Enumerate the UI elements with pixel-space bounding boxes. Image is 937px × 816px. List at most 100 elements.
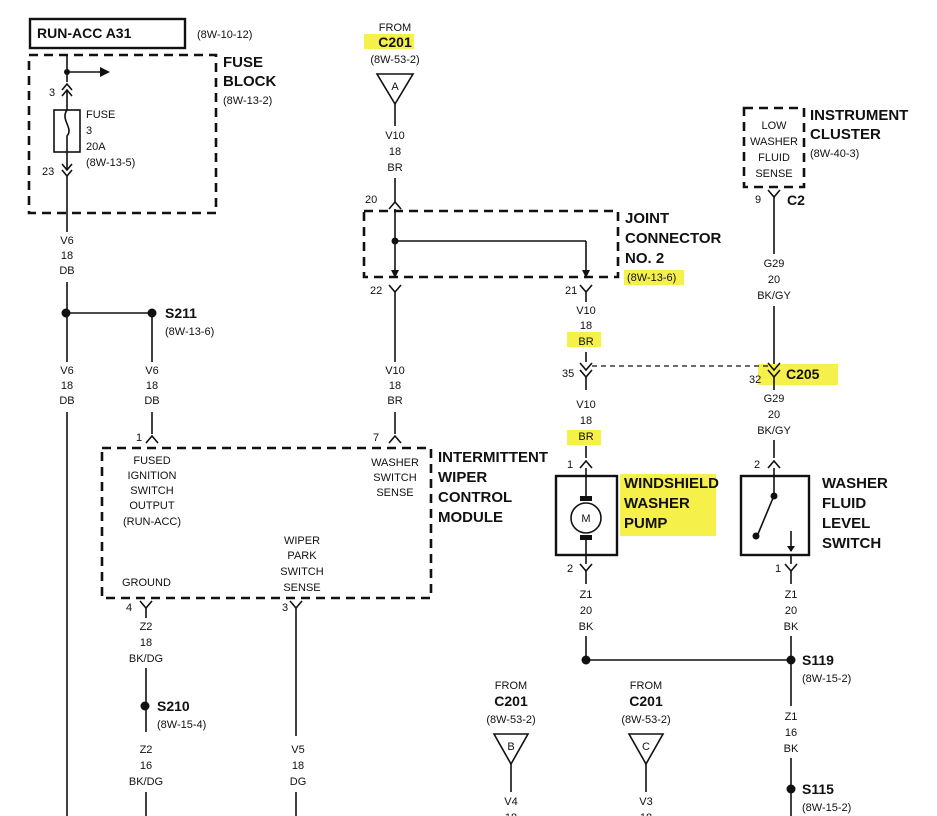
svg-text:BR: BR	[387, 162, 402, 174]
svg-text:BK/GY: BK/GY	[757, 290, 791, 302]
joint-title3: NO. 2	[625, 250, 664, 267]
wire-g29-bot: G29	[764, 393, 785, 405]
fuse-block-box	[27, 53, 218, 215]
from-b-ref: (8W-53-2)	[486, 714, 535, 726]
svg-text:20A: 20A	[86, 141, 106, 153]
splice-s119-name: S119	[802, 652, 834, 668]
svg-text:BR: BR	[578, 336, 593, 348]
switch-title3: LEVEL	[822, 515, 870, 532]
svg-text:PARK: PARK	[287, 550, 317, 562]
pump-pin-top: 1	[567, 459, 573, 471]
from-a-label: FROM	[379, 22, 411, 34]
motor-icon	[570, 502, 602, 534]
wire-v5: V5	[291, 744, 304, 756]
header-title: RUN-ACC A31	[37, 25, 132, 41]
splice-s115-name: S115	[802, 781, 834, 797]
svg-text:B: B	[507, 741, 514, 753]
svg-text:DG: DG	[290, 776, 307, 788]
svg-text:SENSE: SENSE	[376, 487, 413, 499]
switch-title1: WASHER	[822, 475, 888, 492]
svg-text:BR: BR	[578, 431, 593, 443]
fuse-pin-in: 3	[49, 87, 55, 99]
svg-text:18: 18	[389, 146, 401, 158]
module-title3: CONTROL	[438, 489, 512, 506]
pump-pin-bot: 2	[567, 563, 573, 575]
svg-text:SWITCH: SWITCH	[130, 485, 173, 497]
wire-v3: V3	[639, 796, 652, 808]
svg-text:16: 16	[785, 727, 797, 739]
module-pin1: 1	[136, 432, 142, 444]
svg-text:BK/DG: BK/DG	[129, 776, 163, 788]
module-title4: MODULE	[438, 509, 503, 526]
joint-connector-box	[362, 209, 620, 279]
pump-title3: PUMP	[624, 515, 667, 532]
wire-g29-top: G29	[764, 258, 785, 270]
svg-text:3: 3	[86, 125, 92, 137]
wire-z2-top: Z2	[140, 621, 153, 633]
wire-v10-right2: V10	[576, 399, 596, 411]
joint-title1: JOINT	[625, 210, 669, 227]
level-switch-box	[739, 474, 811, 557]
instrument-pin: 9	[755, 194, 761, 206]
washer-switch-label: WASHER	[371, 457, 419, 469]
wire-z2-bot: Z2	[140, 744, 153, 756]
header-ref: (8W-10-12)	[197, 29, 252, 41]
svg-text:SWITCH: SWITCH	[373, 472, 416, 484]
instrument-ref: (8W-40-3)	[810, 148, 859, 160]
module-pin7: 7	[373, 432, 379, 444]
motor-label: M	[581, 513, 590, 525]
fuse-block-title1: FUSE	[223, 54, 263, 71]
svg-text:C: C	[642, 741, 650, 753]
fuse-pin-out: 23	[42, 166, 54, 178]
svg-text:DB: DB	[59, 395, 74, 407]
wire-z1-switch: Z1	[785, 589, 798, 601]
svg-text:18: 18	[389, 380, 401, 392]
svg-text:18: 18	[61, 380, 73, 392]
svg-text:18: 18	[505, 812, 517, 816]
svg-text:BK: BK	[579, 621, 594, 633]
svg-text:18: 18	[146, 380, 158, 392]
svg-text:SWITCH: SWITCH	[280, 566, 323, 578]
switch-title2: FLUID	[822, 495, 866, 512]
svg-text:20: 20	[580, 605, 592, 617]
svg-text:BK: BK	[784, 743, 799, 755]
splice-s210-name: S210	[157, 698, 190, 714]
module-title1: INTERMITTENT	[438, 449, 548, 466]
switch-title4: SWITCH	[822, 535, 881, 552]
svg-text:LOW: LOW	[761, 120, 787, 132]
joint-ref: (8W-13-6)	[627, 272, 676, 284]
svg-text:20: 20	[785, 605, 797, 617]
wire-v10-right1: V10	[576, 305, 596, 317]
fuse-block-ref: (8W-13-2)	[223, 95, 272, 107]
svg-text:WASHER: WASHER	[750, 136, 798, 148]
wire-v6-mid: V6	[145, 365, 158, 377]
svg-text:BK/DG: BK/DG	[129, 653, 163, 665]
splice-s115-ref: (8W-15-2)	[802, 802, 851, 814]
splice-s211-name: S211	[165, 305, 197, 321]
joint-title2: CONNECTOR	[625, 230, 722, 247]
highlight-br-1	[567, 332, 601, 347]
c205-pin-right: 32	[749, 374, 761, 386]
svg-text:BK: BK	[784, 621, 799, 633]
ground-label: GROUND	[122, 577, 171, 589]
wire-v10-left: V10	[385, 365, 405, 377]
fuse-label: FUSE	[86, 109, 115, 121]
svg-text:OUTPUT: OUTPUT	[129, 500, 175, 512]
connector-c-icon	[627, 733, 665, 766]
switch-pin-bot: 1	[775, 563, 781, 575]
wire-v10-top: V10	[385, 130, 405, 142]
joint-pin-right: 21	[565, 285, 577, 297]
highlight-c201-a	[364, 34, 414, 49]
joint-pin-left: 22	[370, 285, 382, 297]
module-pin3: 3	[282, 602, 288, 614]
svg-text:18: 18	[580, 415, 592, 427]
module-pin4: 4	[126, 602, 132, 614]
svg-text:FLUID: FLUID	[758, 152, 790, 164]
svg-text:16: 16	[140, 760, 152, 772]
svg-text:SENSE: SENSE	[755, 168, 792, 180]
wire-z1-16: Z1	[785, 711, 798, 723]
arrow-icon	[100, 67, 110, 77]
fused-ignition-label: FUSED	[133, 455, 170, 467]
header-box	[28, 17, 187, 50]
